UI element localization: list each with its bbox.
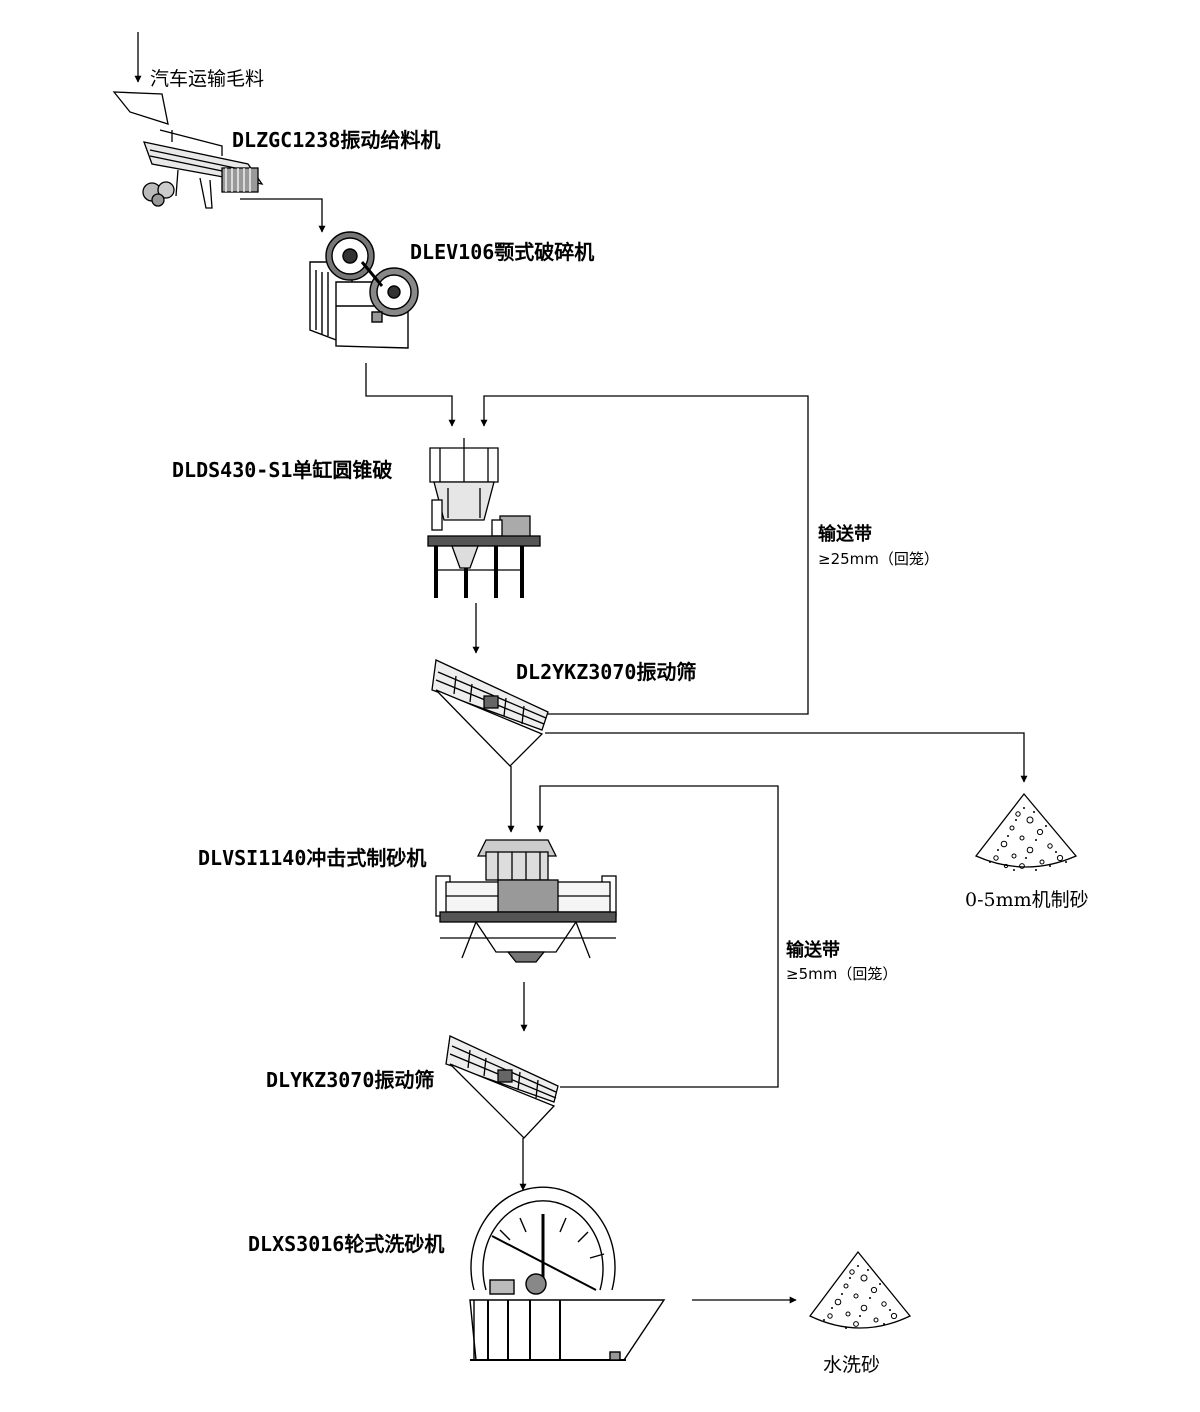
flow-lines — [134, 32, 1028, 1304]
screen1-to-sand1-line — [545, 732, 1028, 783]
screen2-label: DLYKZ3070振动筛 — [266, 1068, 435, 1092]
vsi-label: DLVSI1140冲击式制砂机 — [198, 846, 427, 870]
sand-pile-2-icon — [809, 1250, 912, 1329]
loop2-return-line — [536, 785, 779, 1088]
wheel-sand-washer-machine — [469, 1186, 666, 1361]
feeder-to-jaw-line — [240, 198, 326, 233]
vibrating-screen-1-machine — [431, 659, 549, 767]
sand2-label: 水洗砂 — [823, 1354, 881, 1376]
loop1-title: 输送带 — [818, 524, 872, 545]
loop2-title: 输送带 — [786, 940, 840, 961]
screen1-label: DL2YKZ3070振动筛 — [516, 660, 697, 684]
loop1-return-line — [480, 395, 809, 715]
vsi-sand-maker-machine — [435, 839, 617, 963]
jaw-crusher-machine — [309, 231, 419, 349]
input-label: 汽车运输毛料 — [150, 68, 265, 90]
feeder-label: DLZGC1238振动给料机 — [232, 128, 441, 152]
vibrating-feeder-machine — [112, 91, 264, 209]
washer-label: DLXS3016轮式洗砂机 — [248, 1232, 445, 1256]
loop1-sub: ≥25mm（回笼） — [818, 550, 939, 568]
jaw-crusher-label: DLEV106颚式破碎机 — [410, 240, 595, 264]
loop2-sub: ≥5mm（回笼） — [786, 965, 898, 983]
jaw-to-cone-line — [365, 363, 456, 427]
sand1-label: 0-5mm机制砂 — [965, 889, 1089, 911]
cone-crusher-machine — [427, 438, 541, 598]
cone-crusher-label: DLDS430-S1单缸圆锥破 — [172, 458, 393, 482]
sand-pile-1-icon — [974, 792, 1078, 871]
vibrating-screen-2-machine — [445, 1035, 559, 1139]
